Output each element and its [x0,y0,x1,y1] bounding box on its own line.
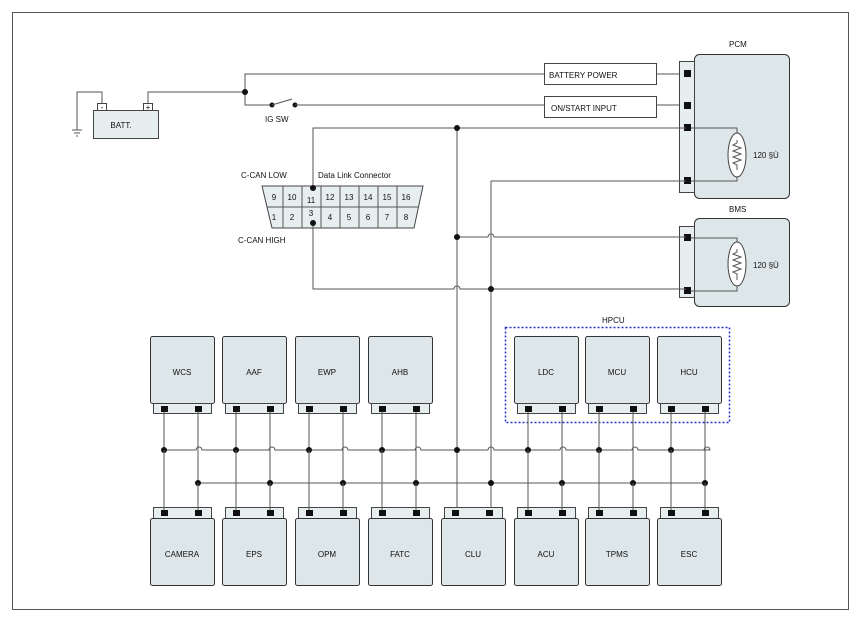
ig-switch-wire [244,92,272,106]
diagram-frame [12,12,849,610]
dlc-title: Data Link Connector [318,171,391,180]
dlc-pin-number: 11 [307,196,316,205]
module-esc: ESC [657,507,722,586]
ig-switch: IG SW [265,98,298,124]
dlc-pin-number: 9 [272,193,277,202]
bms-resistor-label: 120 §Ù [753,261,779,270]
dlc-pin-number: 15 [383,193,392,202]
can-low-bus [165,446,711,451]
dlc-pin-number: 13 [345,193,354,202]
module-aaf: AAF [222,336,287,414]
can-bus-lines [161,412,711,510]
module-label: AHB [392,368,408,377]
bms-title: BMS [729,205,746,214]
pcm-resistor-label: 120 §Ù [753,151,779,160]
battery-power-label: BATTERY POWER [549,71,618,80]
module-mcu: MCU [585,336,650,414]
on-start-input-label: ON/START INPUT [551,104,617,113]
module-label: AAF [246,368,262,377]
dlc-pin-number: 2 [290,213,295,222]
battery-label: BATT. [110,121,131,130]
module-label: MCU [608,368,626,377]
upper-module-row: WCS AAF EWP AHB LDC MCU HCU [150,336,722,414]
module-clu: CLU [441,507,506,586]
can-high-trunk [490,180,686,514]
on-start-input-box [544,96,657,118]
module-label: CLU [465,550,481,559]
pcm-module: PCM 120 §Ù [679,40,790,199]
dlc-pin-number: 5 [347,213,352,222]
module-label: ESC [681,550,698,559]
module-ldc: LDC [514,336,579,414]
battery-power-wire [244,73,656,92]
dlc-pin-number: 3 [309,209,314,218]
module-label: FATC [390,550,410,559]
dlc-pin-dividers [282,186,398,228]
battery-body [93,110,159,139]
dlc-pin-number: 14 [364,193,373,202]
module-tpms: TPMS [585,507,650,586]
hpcu-title: HPCU [602,316,625,325]
module-label: EPS [246,550,262,559]
battery: - + BATT. [72,91,245,139]
bms-module: BMS 120 §Ù [679,205,790,307]
dlc-pin-number: 1 [272,213,277,222]
dlc-pin-number: 16 [402,193,411,202]
module-label: EWP [318,368,336,377]
hpcu-group [504,326,731,424]
dlc-pin-number: 7 [385,213,390,222]
dlc-pin-number: 12 [326,193,335,202]
module-acu: ACU [514,507,579,586]
module-wcs: WCS [150,336,215,414]
module-label: TPMS [606,550,628,559]
module-fatc: FATC [368,507,433,586]
module-label: HCU [680,368,698,377]
dlc-pin-number: 4 [328,213,333,222]
dlc-pin-number: 10 [288,193,297,202]
lower-module-row: CAMERA EPS OPM FATC CLU ACU TPMS ESC [150,507,722,586]
module-label: LDC [538,368,554,377]
module-label: WCS [173,368,192,377]
module-hcu: HCU [657,336,722,414]
battery-minus-sign: - [101,103,104,112]
dlc-pin-number: 8 [404,213,409,222]
module-label: OPM [318,550,337,559]
module-ewp: EWP [295,336,360,414]
dlc-can-high-wire [312,223,686,290]
module-camera: CAMERA [150,507,215,586]
module-label: ACU [538,550,555,559]
battery-plus-sign: + [146,103,151,112]
pcm-title: PCM [729,40,747,49]
module-label: CAMERA [165,550,200,559]
c-can-low-label: C-CAN LOW [241,171,287,180]
ig-switch-label: IG SW [265,115,289,124]
dlc-can-low-wire [312,127,686,188]
module-ahb: AHB [368,336,433,414]
module-eps: EPS [222,507,287,586]
module-opm: OPM [295,507,360,586]
c-can-high-label: C-CAN HIGH [238,236,286,245]
dlc-pin-number: 6 [366,213,371,222]
